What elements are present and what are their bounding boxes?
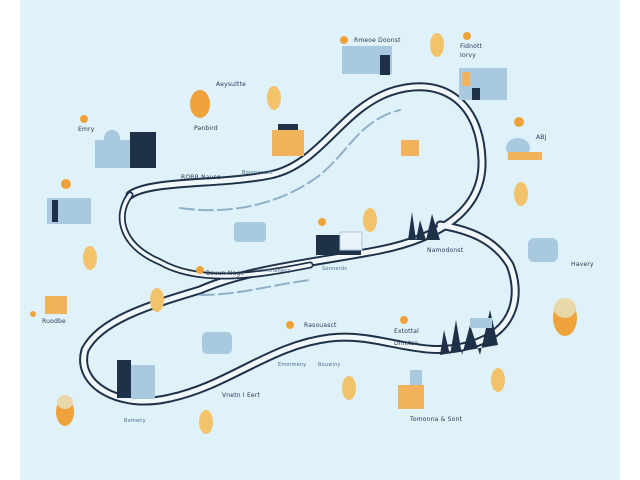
- map-label: Dinctse: [394, 340, 418, 347]
- marker-icon: [514, 117, 524, 127]
- map-label: Bsuun Nage: [206, 270, 245, 277]
- capitol-building: [95, 130, 156, 168]
- map-label: ABJ: [536, 134, 547, 141]
- map-label: Namodonst: [427, 247, 464, 254]
- harbor-building: [202, 332, 232, 354]
- tree-icon: [190, 90, 210, 118]
- buildings: [45, 46, 558, 409]
- factory-building: [47, 198, 91, 224]
- downtown-building: [342, 46, 392, 75]
- tree-icon: [57, 395, 73, 409]
- map-label: Tomonna & Sont: [410, 416, 463, 423]
- map-illustration: [30, 32, 577, 434]
- marker-icon: [318, 218, 326, 226]
- market-building: [398, 370, 424, 409]
- marker-icon: [286, 321, 294, 329]
- shop-building: [45, 296, 67, 314]
- tree-icon: [150, 288, 164, 312]
- map-small-label: Bonmenuet: [242, 170, 273, 176]
- map-label: Fidnott: [460, 43, 483, 50]
- trees: [56, 33, 577, 434]
- marker-icon: [340, 36, 348, 44]
- map-label: Ruodbe: [42, 318, 66, 325]
- map-label: Rmeoe Doonst: [354, 37, 401, 44]
- marker-icon: [30, 311, 36, 317]
- map-small-label: Lommaneny: [258, 268, 291, 274]
- tree-icon: [199, 410, 213, 434]
- tree-icon: [554, 298, 576, 318]
- map-label: Iorvy: [460, 52, 477, 59]
- map-small-label: Bomeny: [124, 418, 146, 424]
- marker-icon: [400, 316, 408, 324]
- tower-building: [117, 360, 155, 399]
- tree-icon: [342, 376, 356, 400]
- map-small-label: Sonnerds: [322, 266, 347, 272]
- map-label: Panbird: [194, 125, 218, 132]
- tree-icon: [430, 33, 444, 57]
- marker-icon: [463, 32, 471, 40]
- tree-icon: [83, 246, 97, 270]
- depot-building: [316, 231, 363, 255]
- warehouse-building: [459, 68, 507, 100]
- east-building: [528, 238, 558, 262]
- map-label: Extottal: [394, 328, 420, 335]
- station-building: [272, 124, 304, 156]
- tree-icon: [491, 368, 505, 392]
- map-label: Rasouasct: [304, 322, 337, 329]
- mid-building: [234, 222, 266, 242]
- map-label: Emry: [78, 126, 95, 133]
- map-label: Vnetn I Eert: [222, 392, 261, 399]
- city-skyline-east: [440, 310, 498, 355]
- map-label: Aeysultte: [216, 81, 247, 88]
- marker-icon: [80, 115, 88, 123]
- map-small-label: Emmmeny: [278, 362, 307, 368]
- kiosk-building: [401, 140, 419, 156]
- tree-icon: [363, 208, 377, 232]
- map-label: ROBR Nause: [181, 174, 221, 181]
- tree-icon: [267, 86, 281, 110]
- route-map: Emry Aeysultte Panbird ROBR Nause Rmeoe …: [20, 0, 620, 480]
- forest-skyline: [408, 212, 440, 240]
- marker-icon: [196, 266, 204, 274]
- map-small-label: Bouwiny: [318, 362, 341, 368]
- dome-building: [506, 138, 542, 160]
- marker-icon: [61, 179, 71, 189]
- map-label: Havery: [571, 261, 594, 268]
- location-markers: [30, 32, 524, 329]
- tree-icon: [514, 182, 528, 206]
